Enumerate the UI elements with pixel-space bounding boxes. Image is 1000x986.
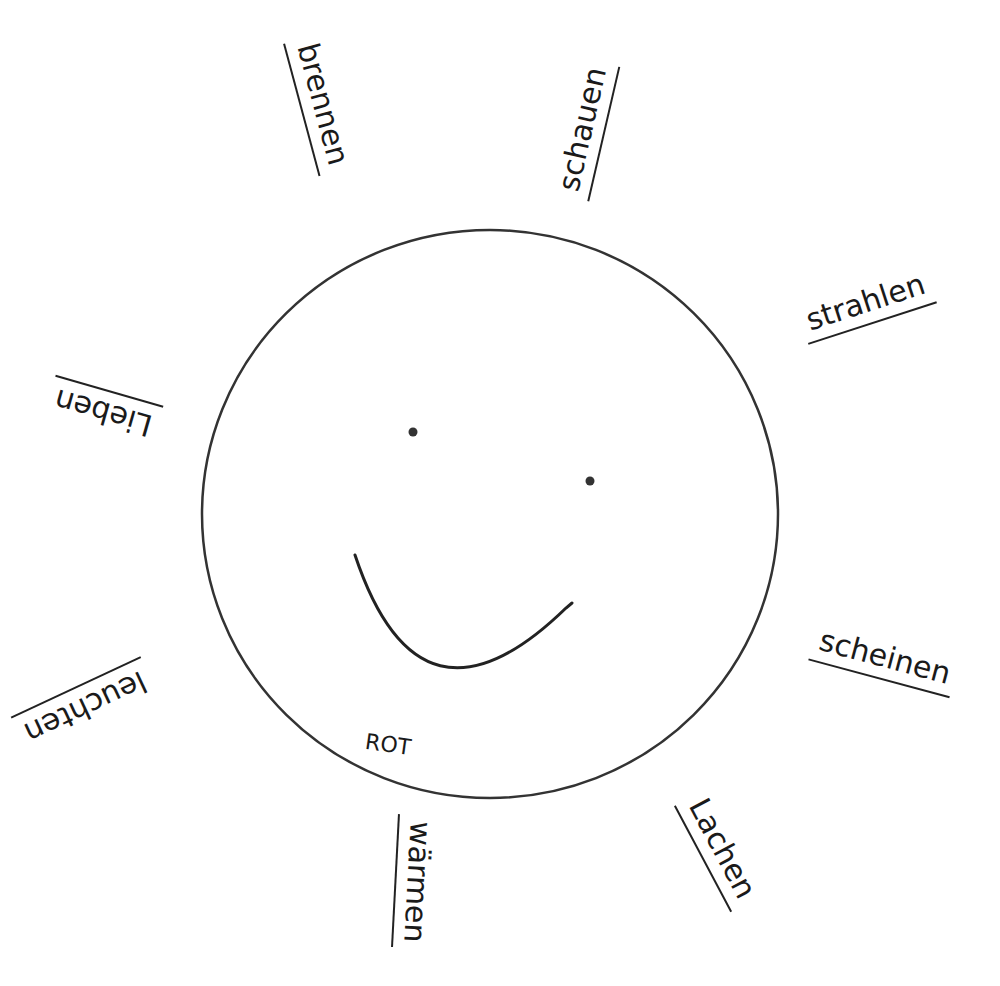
sun-circle: ROT xyxy=(200,228,780,800)
color-word: ROT xyxy=(364,730,413,760)
ray-word: Lachen xyxy=(674,788,765,913)
ray-word: brennen xyxy=(283,34,357,176)
ray: Lachen xyxy=(674,788,765,913)
ray: leuchten xyxy=(11,657,157,753)
smile xyxy=(355,555,572,668)
ray: schauen xyxy=(550,58,620,201)
ray-word: strahlen xyxy=(796,265,937,344)
ray-word: scheinen xyxy=(808,622,960,698)
ray-word: leuchten xyxy=(11,657,157,753)
ray: Lieben xyxy=(45,376,164,445)
ray: wärmen xyxy=(392,814,438,949)
ray-word: wärmen xyxy=(392,814,438,949)
circle-outline xyxy=(200,228,780,800)
ray: strahlen xyxy=(796,265,937,344)
ray-word: Lieben xyxy=(45,376,164,445)
ray-word: schauen xyxy=(550,58,620,201)
left-eye xyxy=(409,428,418,437)
right-eye xyxy=(586,477,595,486)
ray: brennen xyxy=(283,34,357,176)
circle-line xyxy=(202,230,778,798)
ray: scheinen xyxy=(808,622,960,698)
